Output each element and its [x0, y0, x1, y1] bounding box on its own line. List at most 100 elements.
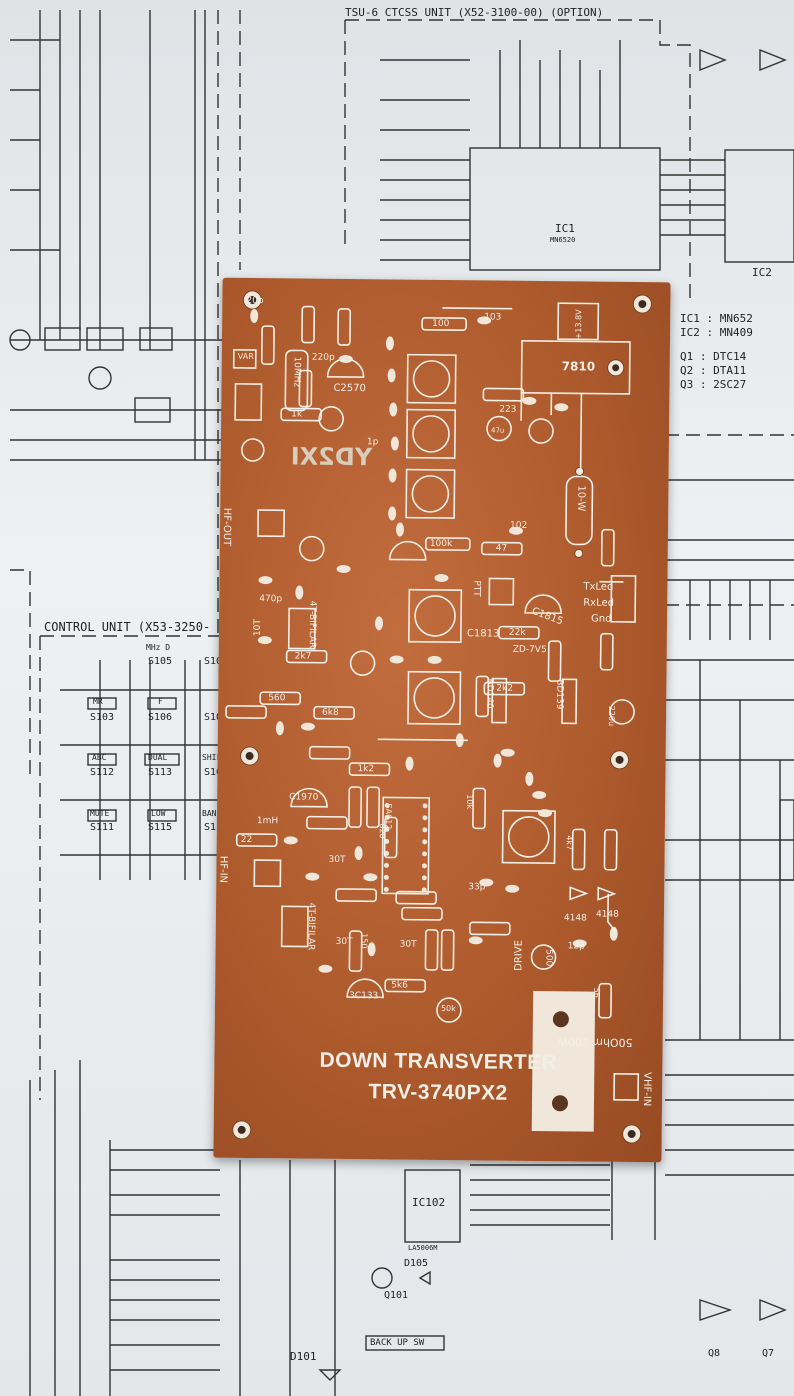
pcb-board: DOWN TRANSVERTER TRV-3740PX2 YD2XI HF-OU… — [213, 277, 671, 1163]
legend-q1: Q1 : DTC14 — [680, 350, 747, 363]
hf-out-label: HF-OUT — [220, 507, 233, 547]
resistor-100: 100 — [432, 318, 450, 330]
cap-1p: 1p — [366, 437, 379, 448]
schematic-top-label: TSU-6 CTCSS UNIT (X52-3100-00) (OPTION) — [345, 6, 604, 19]
resistor-5k6: 5k6 — [391, 980, 408, 991]
cap-33p: 33p — [468, 882, 486, 893]
power-resistor-label: 10-W — [575, 485, 587, 512]
switch-s103: S103 — [90, 712, 115, 723]
bifilar-label-2: 4T-BIFILAR — [305, 902, 317, 951]
switch-s115: S115 — [148, 822, 173, 833]
switch-s112: S112 — [90, 767, 115, 778]
txled-label: TxLed — [583, 581, 614, 593]
resistor-4k7: 4k7 — [564, 835, 574, 851]
ptt-label: PTT — [471, 580, 482, 597]
mounting-holes — [232, 290, 652, 1144]
legend-ic1: IC1 : MN652 — [680, 312, 753, 325]
ic102-part-label: LA5006M — [408, 1244, 438, 1252]
ic1-part-label: MN6520 — [550, 236, 576, 244]
drive-label: DRIVE — [513, 939, 525, 971]
diode-label-2: 4148 — [595, 909, 619, 920]
cap-220u: 220u — [606, 705, 617, 727]
cap-103: 103 — [484, 312, 502, 323]
cap-102: 102 — [509, 520, 528, 531]
rxled-label: RxLed — [583, 597, 615, 609]
pcb-silkscreen — [225, 290, 652, 1144]
cap-220p: 220p — [311, 352, 335, 363]
bias-pot-value: 50k — [440, 1004, 456, 1014]
resistor-10k: 10k — [465, 794, 475, 810]
transistor-c1813-label: C1813 — [466, 628, 500, 640]
vhf-in-label: VHF-IN — [640, 1072, 653, 1107]
switch-s107: S107 — [204, 712, 229, 723]
resistor-150: 150 — [359, 933, 369, 949]
drive-pot-value: 500 — [543, 949, 554, 967]
turns-label-3: 30T — [399, 939, 417, 950]
resistor-2k2: 2k2 — [496, 683, 514, 694]
dummy-load-label: 50Ohm 100W — [556, 1035, 633, 1050]
d101-label: D101 — [290, 1350, 317, 1363]
resistor-47: 47 — [495, 543, 508, 554]
q101-label: Q101 — [384, 1290, 409, 1301]
transistor-c1970-label: C1970 — [289, 792, 319, 803]
key-band: BAND — [202, 809, 222, 818]
transistor-bd139-label: BD139 — [554, 679, 565, 710]
control-unit-label: CONTROL UNIT (X53-3250- — [44, 620, 211, 634]
switch-s111: S111 — [90, 822, 115, 833]
resistor-56: 56 — [592, 987, 602, 998]
q8-label: Q8 — [708, 1348, 721, 1359]
supply-label: +13.8V — [573, 309, 584, 340]
resistor-2k7: 2k7 — [294, 651, 312, 662]
turns-label-1: 30T — [328, 854, 346, 865]
resistor-22: 22 — [240, 834, 253, 846]
resistor-1k2: 1k2 — [357, 764, 375, 775]
diode-label-1: 4148 — [563, 913, 587, 924]
key-mute: MUTE — [90, 809, 110, 818]
turns-label-2: 30T — [335, 936, 353, 948]
resistor-22k: 22k — [508, 627, 526, 638]
key-shif: SHIF — [202, 753, 222, 762]
cap-47u: 47u — [490, 426, 505, 435]
pcb-title: DOWN TRANSVERTER — [319, 1048, 558, 1075]
switch-s108: S108 — [204, 767, 229, 778]
resistor-6k8: 6k8 — [322, 707, 339, 718]
zener-label: ZD-7V5 — [512, 644, 547, 656]
ic1-label: IC1 — [555, 222, 575, 235]
cap-20p: 20p — [246, 295, 264, 307]
gnd-label: Gnd — [591, 613, 612, 625]
legend-q2: Q2 : DTA11 — [680, 364, 747, 377]
hf-in-label: HF-IN — [217, 855, 229, 884]
resistor-820: 820 — [377, 823, 387, 839]
var-label: VAR — [237, 351, 254, 362]
key-dual: DUAL — [148, 753, 168, 762]
resistor-1k: 1k — [291, 409, 303, 420]
switch-s105: S105 — [148, 656, 173, 667]
turns-label-4: 10T — [252, 619, 264, 637]
pcb-model-number: TRV-3740PX2 — [368, 1080, 508, 1105]
resistor-560: 560 — [268, 693, 286, 704]
resistor-100k: 100k — [429, 538, 453, 550]
backup-switch-label: BACK UP SW — [370, 1338, 425, 1348]
key-mr: MR — [93, 697, 103, 706]
ic2-label: IC2 — [752, 266, 772, 279]
regulator-label: 7810 — [561, 359, 596, 374]
switch-s113: S113 — [148, 767, 173, 778]
cap-223: 223 — [499, 404, 517, 415]
d105-label: D105 — [404, 1258, 429, 1269]
q7-label: Q7 — [762, 1348, 775, 1359]
switch-s106: S106 — [148, 712, 173, 723]
transistor-bd140-label: BD140 — [484, 678, 495, 709]
switch-s104: S104 — [204, 656, 229, 667]
choke-label: 1mH — [256, 816, 279, 827]
cap-12p: 12p — [567, 941, 585, 952]
key-f: F — [158, 697, 163, 706]
bifilar-label-1: 4T-BIFILAR — [306, 600, 318, 649]
legend-q3: Q3 : 2SC27 — [680, 378, 747, 391]
key-abc: ABC — [92, 753, 107, 762]
cap-470p: 470p — [259, 594, 283, 605]
pcb-watermark-text: YD2XI — [290, 442, 373, 472]
key-low: LOW — [151, 809, 166, 818]
crystal-label: 10MHz — [291, 356, 302, 388]
